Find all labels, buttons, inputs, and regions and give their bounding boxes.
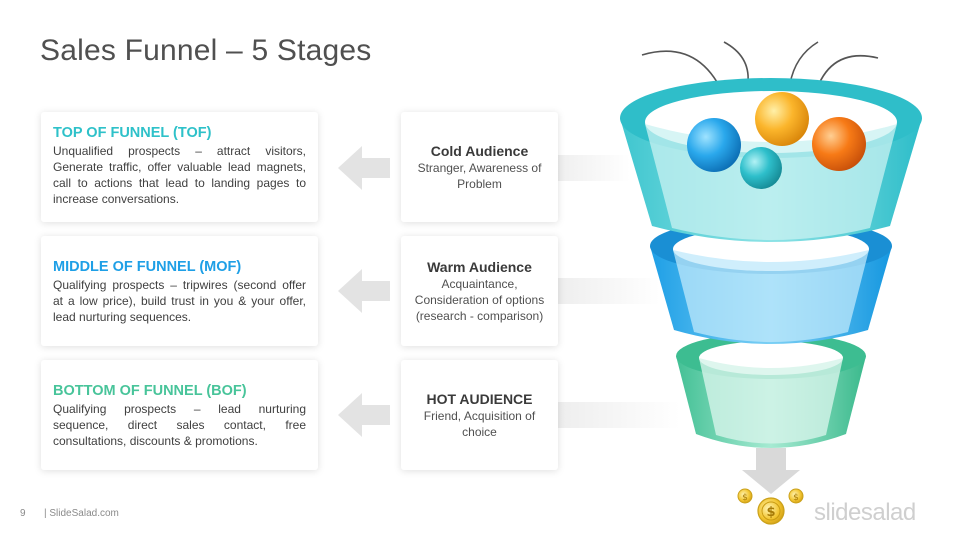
audience-description-hot: Friend, Acquisition of choice [423,409,536,439]
ball-icon [740,147,782,189]
stage-card-tof: TOP OF FUNNEL (TOF) Unqualified prospect… [41,112,318,222]
arrow-left-icon [338,146,390,190]
footer-source: | SlideSalad.com [44,508,119,519]
ball-icon [687,118,741,172]
connector-streak [540,402,680,428]
stage-description-tof: Unqualified prospects – attract visitors… [53,144,306,206]
svg-text:$: $ [793,493,799,503]
audience-card-hot: HOT AUDIENCE Friend, Acquisition of choi… [401,360,558,470]
arrow-left-icon [338,393,390,437]
audience-description-warm: Acquaintance, Consideration of options (… [414,277,545,323]
brand-logo: slidesalad [814,499,916,526]
stage-card-bof: BOTTOM OF FUNNEL (BOF) Qualifying prospe… [41,360,318,470]
coin-dollar-icon: $ [788,488,804,504]
slide-title: Sales Funnel – 5 Stages [40,34,372,67]
audience-title-warm: Warm Audience [427,259,532,275]
stage-heading-mof: MIDDLE OF FUNNEL (MOF) [53,259,242,275]
arrow-down-icon [742,448,800,494]
ball-icon [812,117,866,171]
arrow-left-icon [338,269,390,313]
stage-heading-tof: TOP OF FUNNEL (TOF) [53,125,212,141]
ball-icon [755,92,809,146]
stage-description-bof: Qualifying prospects – lead nurturing se… [53,402,306,448]
audience-title-cold: Cold Audience [430,143,529,159]
audience-title-hot: HOT AUDIENCE [426,391,533,407]
coin-dollar-icon: $ [737,488,753,504]
stage-description-mof: Qualifying prospects – tripwires (second… [53,278,306,324]
audience-card-warm: Warm Audience Acquaintance, Consideratio… [401,236,558,346]
stage-heading-bof: BOTTOM OF FUNNEL (BOF) [53,383,247,399]
stage-card-mof: MIDDLE OF FUNNEL (MOF) Qualifying prospe… [41,236,318,346]
coin-dollar-icon: $ [757,497,785,525]
page-number: 9 [20,508,26,519]
audience-description-cold: Stranger, Awareness of Problem [417,161,542,191]
svg-text:$: $ [766,505,775,520]
funnel-illustration: $ $ $ [620,41,922,525]
audience-card-cold: Cold Audience Stranger, Awareness of Pro… [401,112,558,222]
svg-text:$: $ [742,493,748,503]
connector-streak [540,278,660,304]
